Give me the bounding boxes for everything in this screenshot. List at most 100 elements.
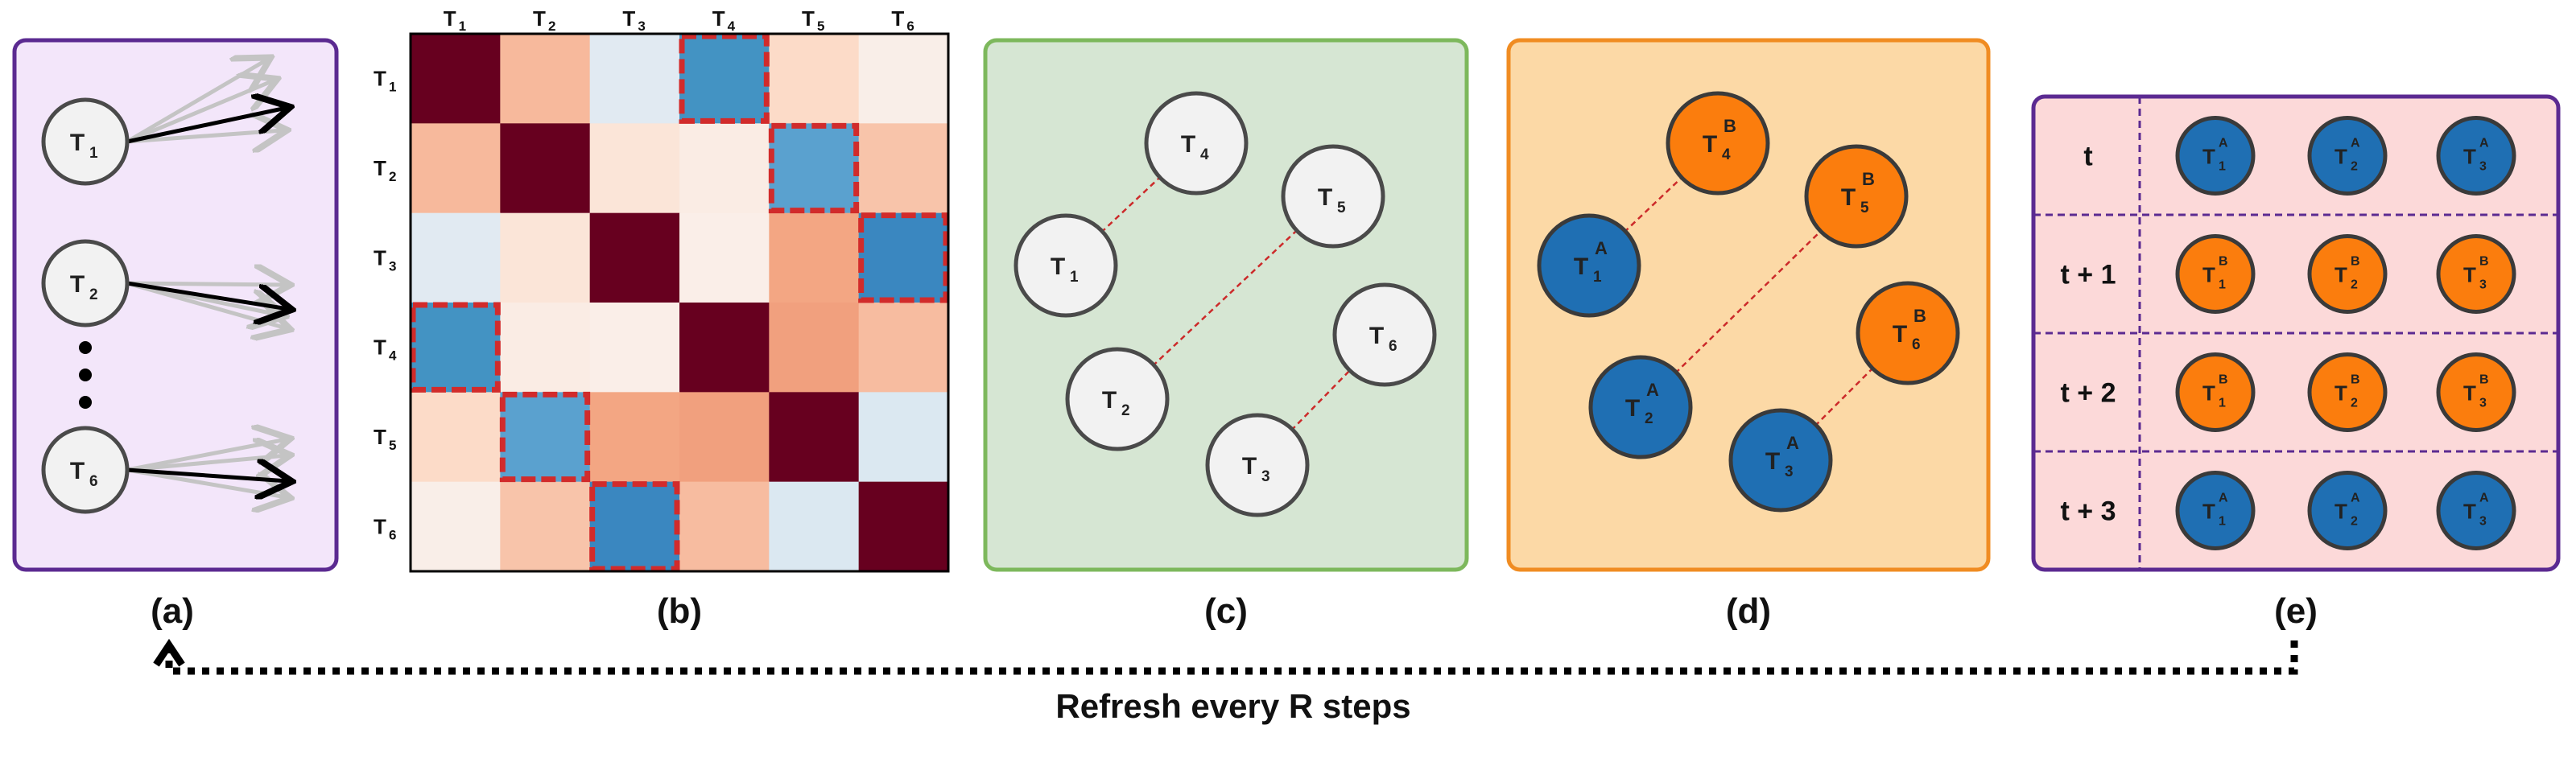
heatmap-cell <box>500 392 591 483</box>
heatmap-cell <box>679 392 770 483</box>
node-circle <box>1856 281 1960 385</box>
heatmap-cell <box>769 481 860 572</box>
node-letter: T <box>1051 253 1065 280</box>
node-letter: T <box>2202 145 2215 169</box>
refresh-arrowhead <box>153 638 185 667</box>
black-arrow <box>126 470 288 481</box>
node-subscript: 2 <box>2351 515 2358 529</box>
node-letter: T <box>1242 453 1257 480</box>
node-circle <box>2307 352 2388 432</box>
column-label-sub: 1 <box>459 19 466 34</box>
heatmap-cell <box>589 481 680 572</box>
heatmap-cell <box>679 481 770 572</box>
heatmap-cell <box>411 303 501 393</box>
node-letter: T <box>1369 323 1384 349</box>
highlight-box <box>589 481 680 572</box>
node-circle <box>1065 347 1170 451</box>
caption-c: (c) <box>1204 591 1248 631</box>
row-label: T <box>374 514 386 538</box>
heatmap-cell <box>500 481 591 572</box>
node-superscript: B <box>2351 373 2360 387</box>
heatmap-cell <box>589 392 680 483</box>
node-letter: T <box>1765 448 1780 475</box>
heatmap-cell <box>858 392 949 483</box>
highlight-box <box>679 33 770 124</box>
heatmap-cell <box>858 123 949 214</box>
time-step-label: t <box>2083 142 2092 172</box>
heatmap-cell <box>589 212 680 303</box>
node-letter: T <box>1703 131 1717 158</box>
black-arrow <box>126 281 288 309</box>
node-letter: T <box>1841 184 1856 211</box>
row-label: T <box>374 245 386 270</box>
heatmap-cell <box>589 303 680 393</box>
node-subscript: 6 <box>89 473 98 490</box>
node-subscript: 3 <box>1785 463 1794 480</box>
node-circle <box>2307 234 2388 314</box>
row-label: T <box>374 425 386 449</box>
node-superscript: B <box>1862 169 1875 189</box>
caption-b: (b) <box>657 591 702 631</box>
node-superscript: A <box>2351 492 2360 505</box>
node-circle <box>2175 234 2256 314</box>
node-superscript: A <box>2219 492 2228 505</box>
row-label: T <box>374 156 386 180</box>
node-letter: T <box>2202 500 2215 524</box>
refresh-label: Refresh every R steps <box>1055 687 1410 725</box>
node-subscript: 2 <box>1645 410 1653 427</box>
row-label-sub: 2 <box>389 169 396 184</box>
gray-arrow <box>126 283 287 285</box>
node-superscript: B <box>1724 116 1736 136</box>
time-step-label: t + 3 <box>2061 496 2116 527</box>
node-superscript: B <box>1913 306 1926 326</box>
heatmap-cell <box>769 212 860 303</box>
heatmap-cell <box>679 34 770 124</box>
node-subscript: 3 <box>1261 468 1270 485</box>
caption-a: (a) <box>151 591 194 631</box>
node-circle <box>1332 282 1437 387</box>
heatmap-cell <box>858 303 949 393</box>
node-letter: T <box>70 458 85 484</box>
column-label: T <box>622 6 635 31</box>
node-superscript: B <box>2219 255 2228 269</box>
node-subscript: 1 <box>2219 278 2226 292</box>
node-letter: T <box>2334 263 2347 287</box>
node-letter: T <box>2334 145 2347 169</box>
row-label-sub: 3 <box>389 258 396 274</box>
heatmap-frame <box>409 32 950 573</box>
node-circle <box>2436 234 2516 314</box>
node-letter: T <box>70 130 85 156</box>
node-letter: T <box>2202 381 2215 406</box>
node-subscript: 6 <box>1389 338 1397 355</box>
node-circle <box>1537 213 1641 318</box>
node-circle <box>2307 471 2388 550</box>
node-superscript: B <box>2479 373 2489 387</box>
node-circle <box>1013 213 1118 318</box>
ellipsis-dot <box>79 369 92 381</box>
node-superscript: A <box>1646 380 1659 400</box>
captions: (a) (b) (c) (d) (e) <box>151 591 2318 631</box>
node-letter: T <box>2463 500 2476 524</box>
node-subscript: 2 <box>89 286 98 303</box>
node-subscript: 3 <box>2479 278 2487 292</box>
node-circle <box>41 426 130 514</box>
node-letter: T <box>1318 184 1332 211</box>
column-label-sub: 4 <box>728 19 736 34</box>
row-label-sub: 5 <box>389 438 396 453</box>
node-circle <box>1588 355 1693 459</box>
